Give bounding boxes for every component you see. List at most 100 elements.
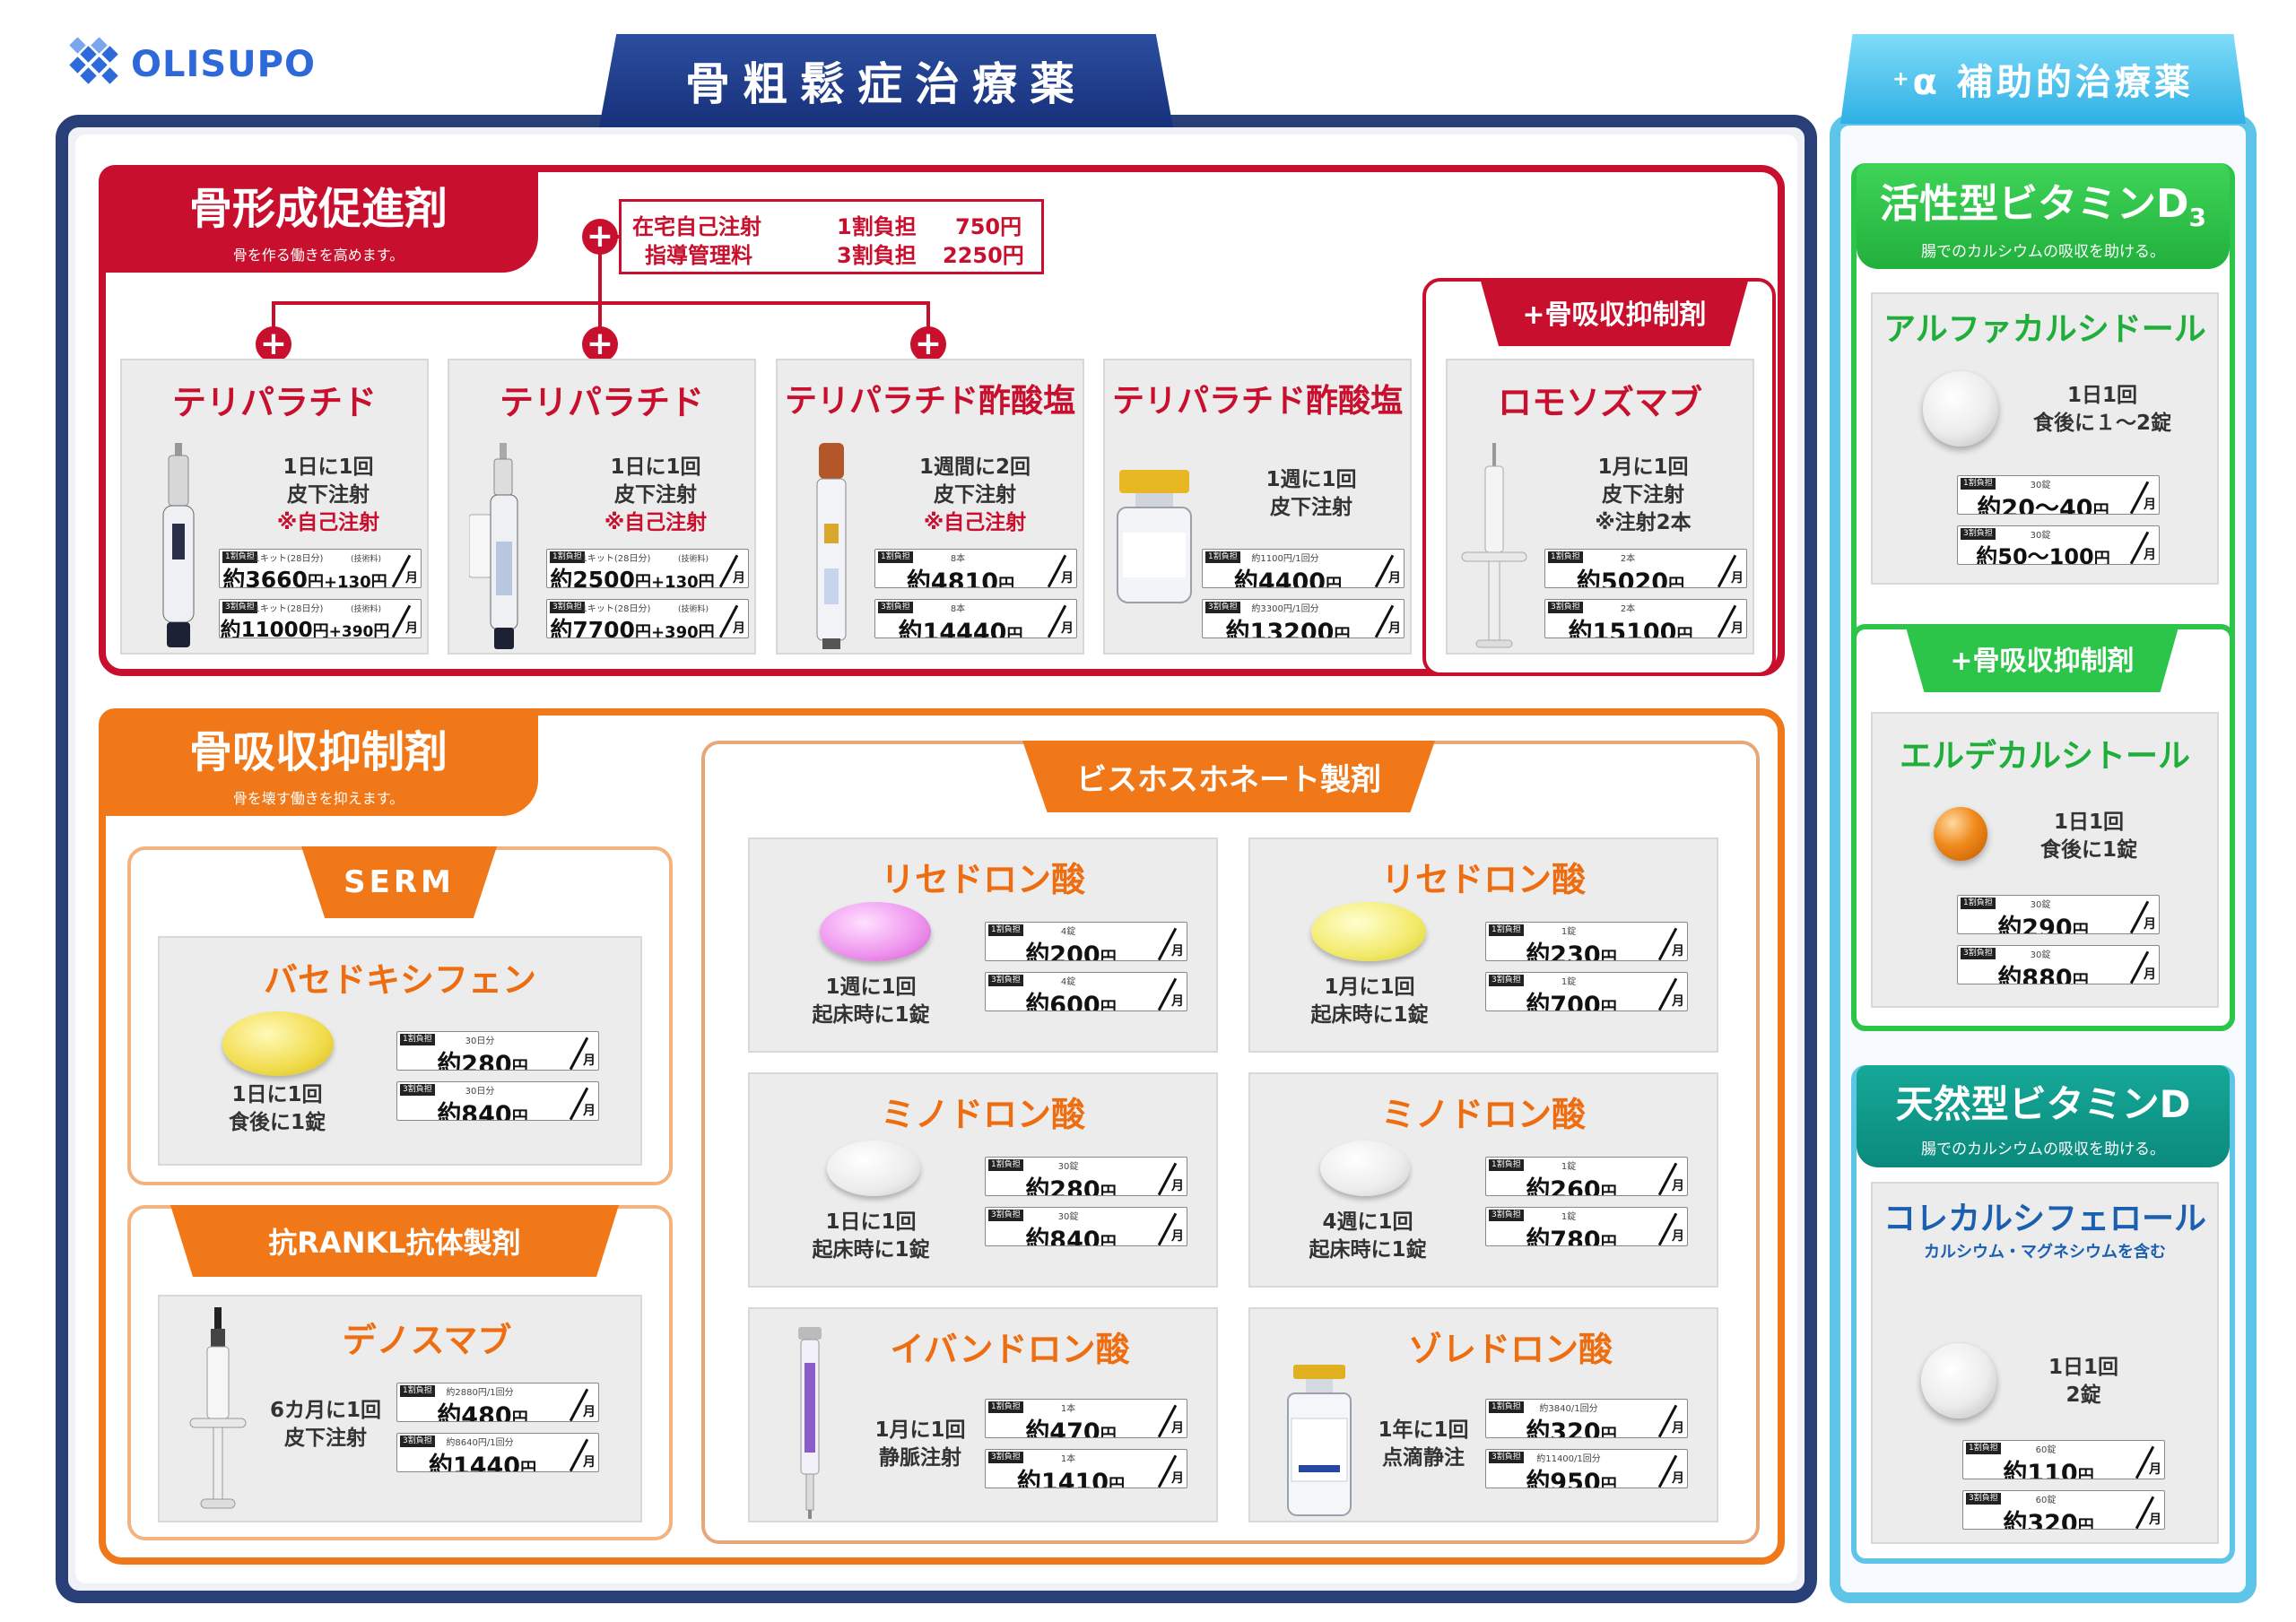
drug-card: テリパラチド 1日に1回皮下注射 ※自己注射 1割負担 1キット(28日分) (… — [448, 359, 756, 655]
drug-dosage: 1月に1回皮下注射※注射2本 — [1595, 455, 1692, 534]
logo-mark-icon — [68, 37, 118, 90]
drug-card: テリパラチド 1日に1回皮下注射 ※自己注射 1割負担 1キット(28日分) (… — [120, 359, 429, 655]
connector-vertical — [598, 237, 602, 344]
brand-logo: OLISUPO — [68, 37, 316, 90]
drug-note: カルシウム・マグネシウムを含む — [1924, 1243, 2166, 1262]
bone-resorption-title: 骨吸収抑制剤 — [188, 727, 448, 777]
pink-tablet-icon — [820, 902, 931, 961]
drug-name: リセドロン酸 — [880, 860, 1085, 899]
drug-name: イバンドロン酸 — [890, 1330, 1130, 1369]
white-tablet-icon — [1923, 371, 1998, 447]
drug-name: テリパラチド — [171, 383, 377, 422]
syringe-icon — [1461, 443, 1527, 648]
drug-card: ゾレドロン酸 1年に1回点滴静注 1割負担約3840/1回分 約320円 月 3… — [1248, 1307, 1718, 1522]
price-3-wari: 3割負担約3300円/1回分 約13200円 月 — [1202, 599, 1405, 638]
infusion-bottle-icon — [1287, 1365, 1352, 1516]
fee-label-2: 指導管理料 — [645, 243, 752, 268]
drug-name: リセドロン酸 — [1380, 860, 1586, 899]
bisphosphonate-banner: ビスホスホネート製剤 — [1022, 741, 1435, 812]
drug-dosage: 1日に1回起床時に1錠 — [812, 1210, 930, 1262]
plus-icon: + — [582, 326, 618, 362]
yellow-tablet-icon — [222, 1011, 334, 1076]
drug-dosage: 1週に1回皮下注射 — [1265, 468, 1357, 519]
bone-formation-title: 骨形成促進剤 — [188, 184, 448, 234]
main-panel-title: 骨粗鬆症治療薬 — [599, 34, 1173, 127]
price-1-wari: 1割負担約1100円/1回分 約4400円 月 — [1202, 549, 1405, 588]
home-injection-fee-box: 在宅自己注射 指導管理料 1割負担 750円 3割負担 2250円 — [619, 199, 1044, 274]
plus-icon: + — [910, 326, 946, 362]
drug-dosage: 1日1回食後に１～2錠 — [2032, 384, 2171, 435]
connector-horizontal — [272, 301, 930, 305]
bone-formation-banner: 骨形成促進剤 骨を作る働きを高めます。 — [99, 165, 538, 273]
price-3-wari: 3割負担 1キット(28日分) (技術料) 約11000円+390円 月 — [219, 599, 422, 638]
drug-dosage: 1日に1回皮下注射 ※自己注射 — [604, 455, 708, 534]
plus-icon: + — [582, 219, 618, 255]
drug-dosage: 1日に1回食後に1錠 — [228, 1083, 326, 1134]
natural-vitamin-d-banner: 天然型ビタミンD 腸でのカルシウムの吸収を助ける。 — [1857, 1065, 2230, 1167]
drug-dosage: 1年に1回点滴静注 — [1378, 1418, 1469, 1470]
active-vitamin-d-subtitle: 腸でのカルシウムの吸収を助ける。 — [1921, 243, 2165, 262]
drug-name: コレカルシフェロール — [1883, 1201, 2206, 1237]
active-vitamin-d-title: 活性型ビタミンD — [1879, 180, 2189, 227]
syringe-icon — [189, 1307, 247, 1509]
price-1-wari: 1割負担 1キット(28日分) (技術料) 約3660円+130円 月 — [219, 549, 422, 588]
drug-dosage: 1週に1回起床時に1錠 — [812, 976, 930, 1027]
drug-dosage: 1日に1回皮下注射 ※自己注射 — [276, 455, 380, 534]
price-3-wari: 3割負担約11400/1回分 約950円 月 — [1485, 1449, 1688, 1488]
drug-name: テリパラチド — [499, 383, 704, 422]
fee-r3-label: 3割負担 — [837, 243, 917, 268]
vitamin-resorb-banner: +骨吸収抑制剤 — [1905, 624, 2179, 692]
drug-dosage: 1日1回食後に1錠 — [2039, 811, 2137, 862]
drug-dosage: 6カ月に1回皮下注射 — [269, 1399, 381, 1450]
drug-name: ゾレドロン酸 — [1407, 1330, 1613, 1369]
drug-name: ミノドロン酸 — [1380, 1095, 1586, 1134]
fee-r3-value: 2250円 — [943, 243, 1024, 268]
price-3-wari: 3割負担 1キット(28日分) (技術料) 約7700円+390円 月 — [546, 599, 749, 638]
logo-text: OLISUPO — [131, 44, 316, 85]
rankl-banner: 抗RANKL抗体製剤 — [170, 1205, 619, 1277]
vial-icon — [1117, 470, 1192, 603]
fee-r1-value: 750円 — [955, 214, 1022, 239]
injection-pen-icon — [469, 443, 518, 649]
drug-dosage: 1月に1回起床時に1錠 — [1310, 976, 1429, 1027]
connector-drop-3 — [926, 301, 930, 346]
bone-formation-resorb-banner: +骨吸収抑制剤 — [1480, 278, 1749, 346]
price-1-wari: 1割負担約2880円/1回分 約480円 月 — [396, 1383, 599, 1422]
drug-name: アルファカルシドール — [1883, 311, 2206, 348]
bone-resorption-subtitle: 骨を壊す働きを抑えます。 — [232, 790, 404, 807]
drug-name: エルデカルシトール — [1899, 738, 2190, 775]
natural-vitamin-d-title: 天然型ビタミンD — [1895, 1082, 2191, 1126]
fee-label-1: 在宅自己注射 — [632, 214, 761, 239]
serm-banner: SERM — [301, 846, 497, 918]
drug-dosage: 1週間に2回皮下注射 ※自己注射 — [918, 455, 1031, 534]
drug-name: テリパラチド酢酸塩 — [784, 383, 1075, 420]
active-vitamin-d-banner: 活性型ビタミンD3 腸でのカルシウムの吸収を助ける。 — [1857, 163, 2230, 269]
white-tablet-icon — [1320, 1141, 1410, 1196]
connector-drop-1 — [272, 301, 275, 346]
